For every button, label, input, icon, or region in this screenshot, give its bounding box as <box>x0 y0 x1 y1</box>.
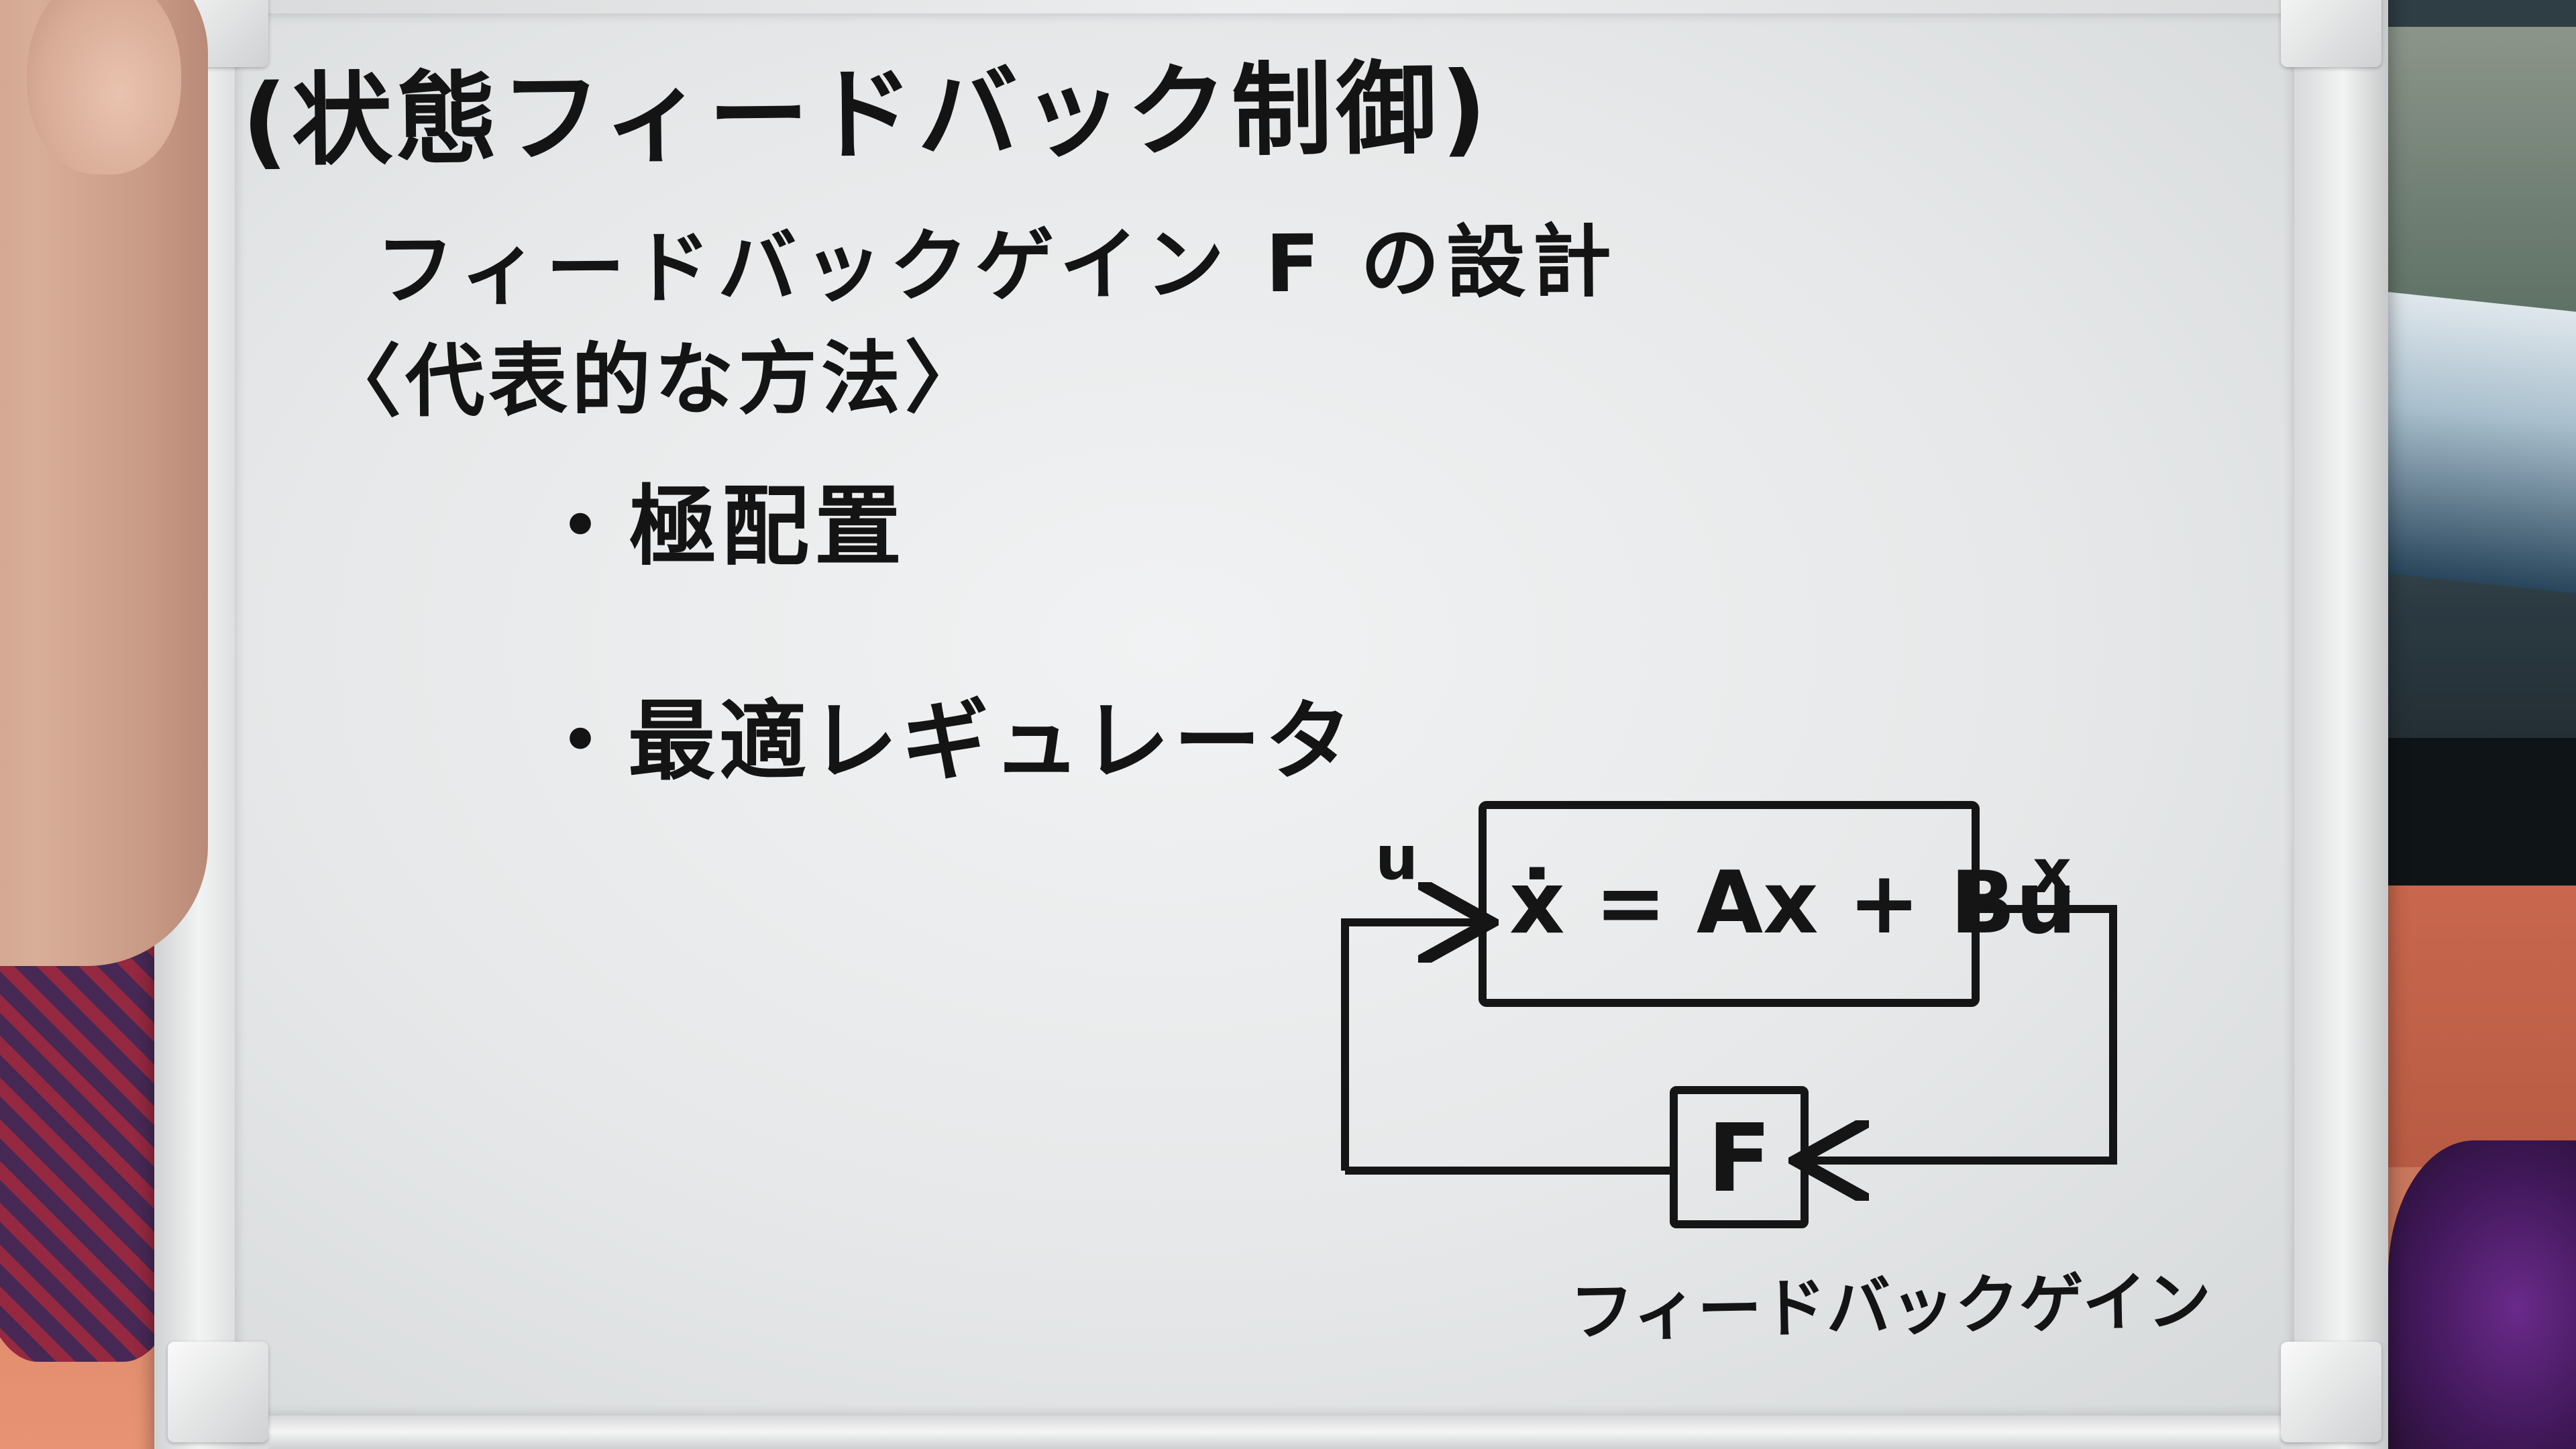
background-orange-cloth <box>2375 885 2576 1167</box>
input-line <box>1341 922 1483 1154</box>
whiteboard-surface <box>235 13 2294 1415</box>
list-item: ・極配置 <box>537 476 908 578</box>
gain-label: F <box>1707 1104 1772 1214</box>
thumb <box>27 0 181 174</box>
gain-caption: フィードバックゲイン <box>1569 1263 2212 1350</box>
whiteboard-bottom-rail <box>268 1415 2281 1449</box>
frame-corner <box>2281 0 2381 67</box>
purple-bag <box>2388 1140 2576 1449</box>
background-dark-area <box>2375 738 2576 885</box>
output-line <box>1805 905 2117 1161</box>
frame-corner <box>2281 1342 2381 1442</box>
list-item: ・最適レギュレータ <box>537 690 1356 792</box>
input-label: u <box>1375 823 1418 894</box>
gain-block <box>1670 1086 1809 1228</box>
frame-corner <box>168 1342 268 1442</box>
output-label: x <box>2033 837 2072 907</box>
plant-equation: ẋ = Ax + Bu <box>1509 853 2077 953</box>
